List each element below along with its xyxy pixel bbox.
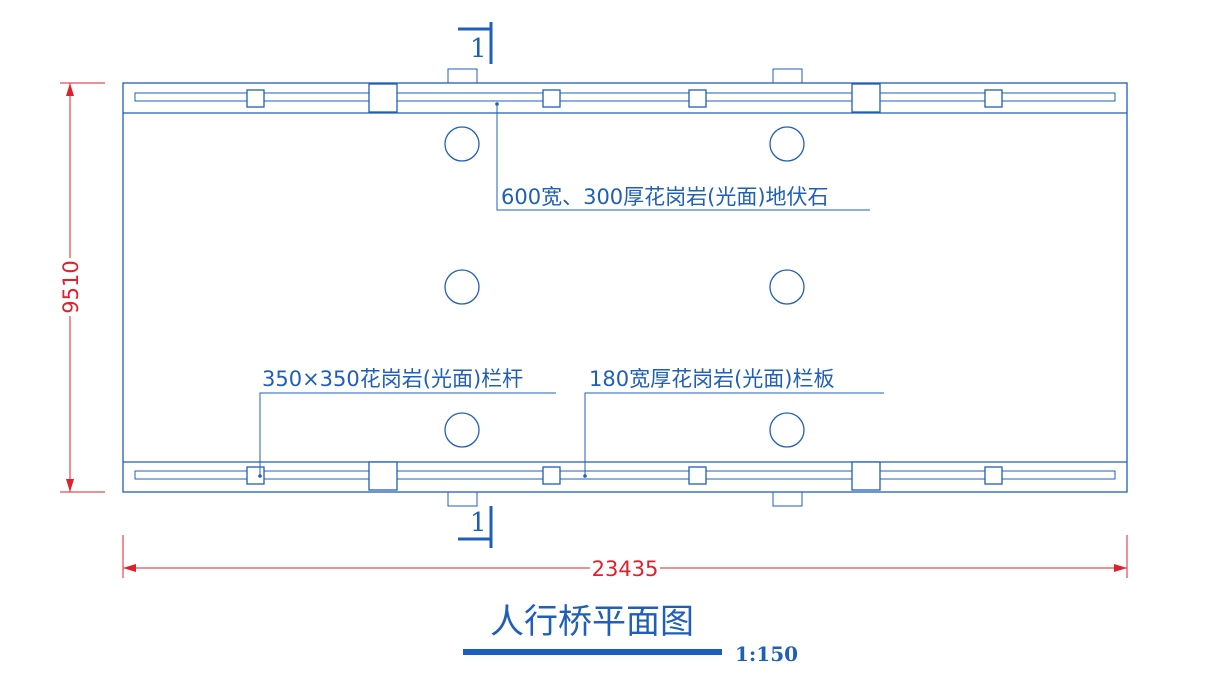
dimension-width-value: 23435 bbox=[592, 557, 659, 581]
leader-line bbox=[259, 392, 556, 476]
pier-circle bbox=[444, 269, 480, 305]
pier-circle bbox=[444, 126, 480, 162]
drawing-title: 人行桥平面图 bbox=[490, 602, 694, 642]
arrowhead bbox=[66, 479, 74, 492]
dimension-text-mask bbox=[590, 556, 660, 580]
piers bbox=[444, 126, 805, 448]
bottom-railing-panel bbox=[134, 470, 1116, 480]
title-block: 人行桥平面图 1:150 bbox=[463, 602, 798, 666]
leader-line bbox=[496, 104, 870, 211]
bottom-stair-block bbox=[447, 491, 478, 507]
bottom-small-post bbox=[984, 466, 1003, 485]
note-paving: 600宽、300厚花岗岩(光面)地伏石 bbox=[495, 102, 870, 211]
top-large-post bbox=[851, 83, 881, 113]
note-post: 350×350花岗岩(光面)栏杆 bbox=[258, 367, 556, 478]
top-small-post bbox=[984, 89, 1003, 108]
section-marker-bottom: 1 bbox=[458, 506, 493, 548]
dimension-width: 23435 bbox=[122, 535, 1128, 581]
drawing-scale: 1:150 bbox=[735, 642, 798, 666]
note-paving-text: 600宽、300厚花岗岩(光面)地伏石 bbox=[501, 185, 829, 209]
bottom-large-post bbox=[368, 461, 398, 491]
bottom-small-post bbox=[542, 466, 561, 485]
top-small-post bbox=[246, 89, 265, 108]
pier-circle bbox=[444, 412, 480, 448]
note-panel: 180宽厚花岗岩(光面)栏板 bbox=[583, 367, 884, 478]
bottom-large-post bbox=[851, 461, 881, 491]
top-large-post bbox=[368, 83, 398, 113]
dimension-height: 9510 bbox=[58, 82, 105, 493]
top-railing bbox=[123, 68, 1127, 114]
leader-line bbox=[584, 392, 884, 476]
pier-circle bbox=[769, 269, 805, 305]
pier-circle bbox=[769, 126, 805, 162]
bottom-small-post bbox=[688, 466, 707, 485]
top-small-post bbox=[688, 89, 707, 108]
top-stair-block bbox=[772, 68, 803, 84]
section-label-bottom: 1 bbox=[470, 508, 487, 538]
deck-outline bbox=[122, 82, 1128, 493]
top-railing-panel bbox=[134, 92, 1116, 102]
section-label-top: 1 bbox=[470, 34, 487, 64]
dimension-height-value: 9510 bbox=[59, 260, 83, 313]
arrowhead bbox=[123, 564, 136, 572]
bottom-railing bbox=[123, 461, 1127, 507]
arrowhead bbox=[66, 83, 74, 96]
title-underline bbox=[463, 649, 722, 655]
bottom-stair-block bbox=[772, 491, 803, 507]
note-post-text: 350×350花岗岩(光面)栏杆 bbox=[262, 367, 523, 391]
dimension-text-mask bbox=[58, 258, 82, 316]
pier-circle bbox=[769, 412, 805, 448]
arrowhead bbox=[1114, 564, 1127, 572]
section-marker-top: 1 bbox=[458, 22, 493, 64]
top-stair-block bbox=[447, 68, 478, 84]
note-panel-text: 180宽厚花岗岩(光面)栏板 bbox=[589, 367, 834, 391]
top-small-post bbox=[542, 89, 561, 108]
